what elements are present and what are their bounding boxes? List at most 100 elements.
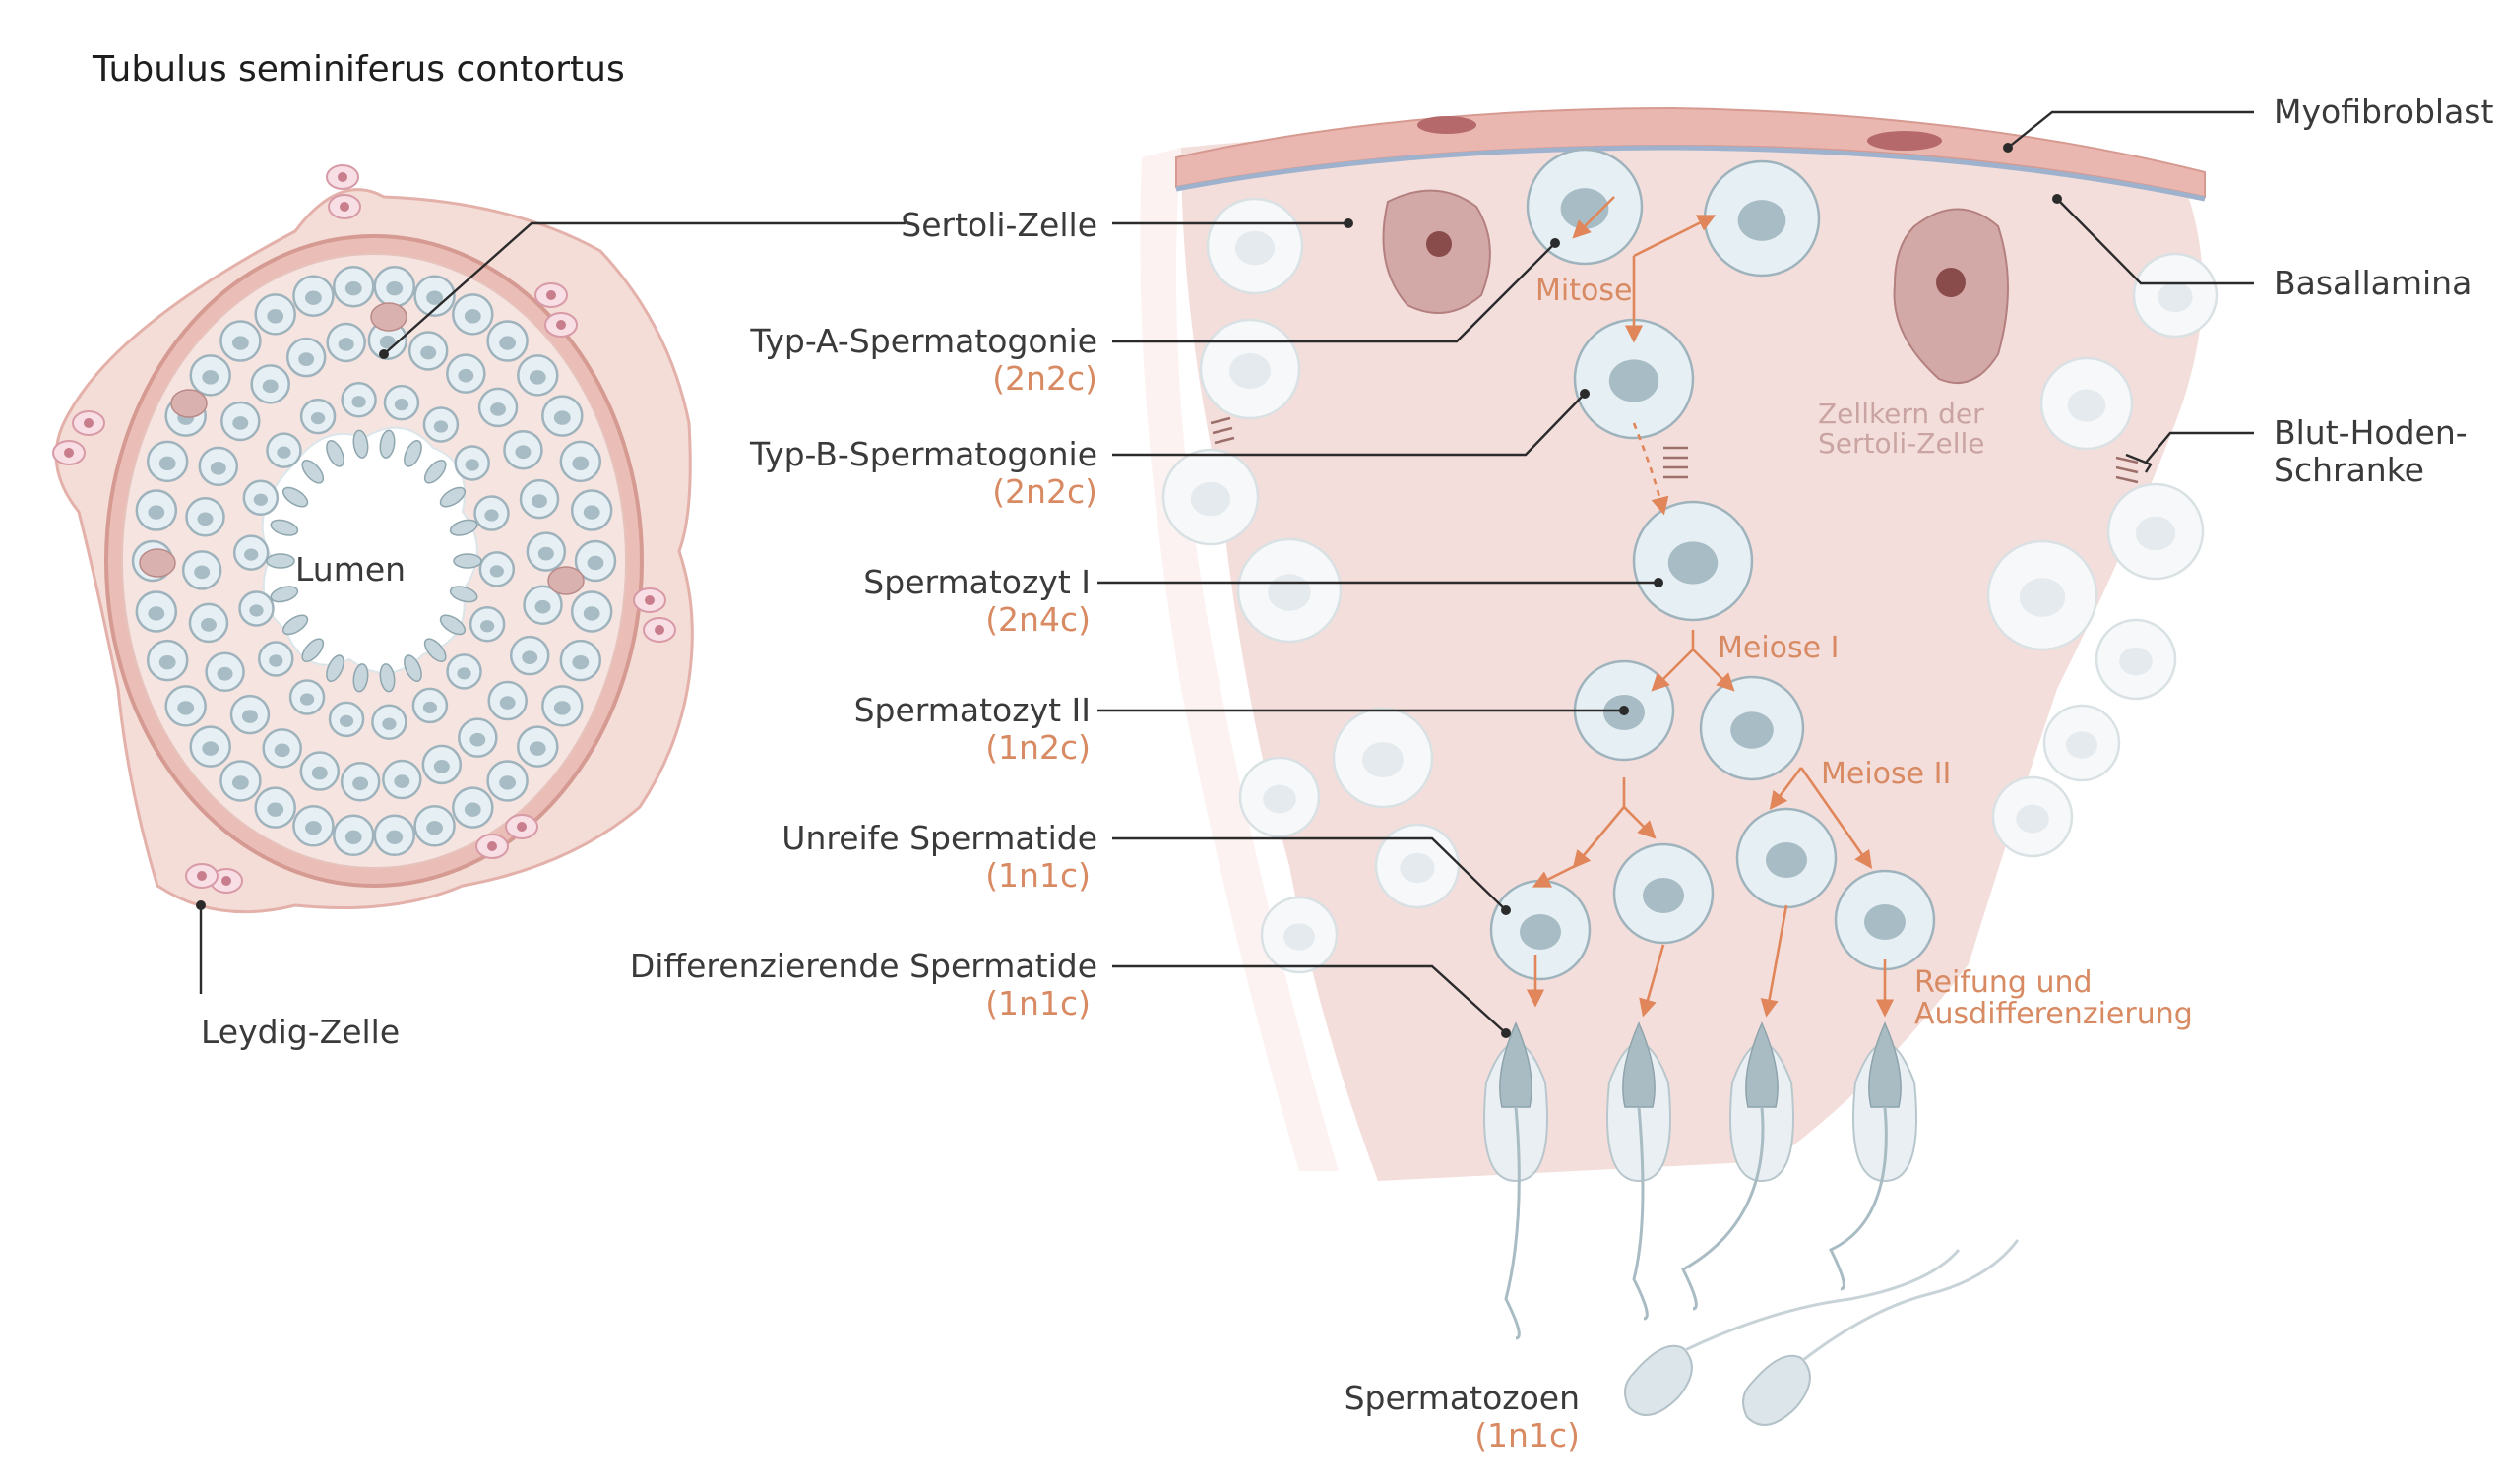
lumen-spermatid [449, 586, 478, 603]
lumen-spermatid [301, 460, 325, 484]
germ-cell [452, 786, 494, 829]
sertoli-nucleus-2 [1893, 208, 2009, 384]
sertoli-nucleus-small [170, 389, 208, 418]
germ-cell [232, 534, 270, 571]
peripheral-cell [1161, 448, 1260, 546]
leydig-cell [534, 282, 568, 308]
germ-cell [254, 786, 296, 829]
epithelium-fade-left [1140, 148, 1339, 1171]
leydig-cell [52, 440, 86, 465]
lumen-spermatid [439, 486, 467, 508]
peripheral-cell [1236, 537, 1343, 644]
spermatozyt-1-label: Spermatozyt I [863, 563, 1091, 601]
leydig-cell [544, 312, 578, 338]
peripheral-cell [2132, 252, 2219, 339]
differenzierende-label: Differenzierende Spermatide [630, 947, 1097, 985]
germ-cell [477, 387, 519, 428]
myofibroblast-label: Myofibroblast [2274, 93, 2493, 131]
germ-cell [250, 364, 290, 404]
germ-cell [413, 805, 456, 847]
peripheral-cell [2042, 704, 2121, 782]
spermatogenesis-lineage [1489, 148, 1936, 981]
peripheral-cell [1238, 756, 1321, 838]
spermatozyt-1-sub: (2n4c) [985, 600, 1091, 639]
differentiating-spermatid [1483, 1021, 1548, 1340]
germ-cell [242, 479, 280, 516]
germ-cell [487, 680, 528, 721]
germ-cell [526, 531, 567, 572]
germ-cell [299, 751, 341, 791]
sertoli-nucleus-small [370, 302, 407, 332]
germ-cell [541, 685, 584, 727]
germ-cell [478, 551, 516, 587]
peripheral-cell [1206, 197, 1304, 295]
lumen-spermatid [404, 654, 422, 682]
leydig-cell [72, 410, 105, 436]
spermatozoen-label: Spermatozoen [1345, 1379, 1580, 1417]
germ-cell [341, 382, 377, 418]
process-arrows [1526, 196, 1895, 1018]
germ-cell [189, 354, 231, 397]
germ-cell [219, 760, 262, 802]
lumen-spermatid [449, 519, 478, 536]
lumen-spermatid [352, 429, 369, 459]
unreife-spermatide-cell-d [1834, 869, 1936, 971]
blood-testis-barrier-center [1663, 446, 1688, 479]
peripheral-cell [2106, 482, 2205, 581]
germ-cell [454, 445, 490, 481]
germ-cell [458, 717, 498, 758]
basallamina-label: Basallamina [2274, 264, 2471, 302]
peripheral-cell [1260, 896, 1339, 974]
germ-cell [407, 331, 449, 371]
germ-cell [373, 814, 416, 857]
germ-cell [135, 489, 178, 531]
peripheral-cell [2095, 618, 2177, 701]
zellkern-label-2: Sertoli-Zelle [1818, 427, 1984, 460]
germ-cell [185, 497, 225, 537]
spermatozyt-2-label: Spermatozyt II [854, 691, 1091, 729]
blood-testis-barrier-right [2115, 456, 2139, 484]
mitose-label: Mitose [1535, 274, 1632, 308]
unreife-spermatide-cell-b [1612, 842, 1715, 945]
lumen-spermatid [281, 614, 309, 636]
germ-cell [371, 704, 407, 740]
sertoli-label: Sertoli-Zelle [901, 206, 1097, 244]
differentiating-spermatid [1681, 1021, 1794, 1311]
sertoli-nucleus-small [139, 548, 176, 578]
germ-cell [421, 744, 463, 785]
lumen-spermatid [423, 460, 447, 484]
lumen-spermatid [281, 486, 309, 508]
leader-lines [379, 110, 2254, 1038]
germ-cell [340, 762, 381, 802]
peripheral-cell [1991, 775, 2074, 858]
germ-cell [473, 495, 510, 531]
lumen-spermatid [423, 638, 447, 662]
germ-cell [292, 275, 335, 317]
germ-cell [486, 320, 529, 362]
germ-cell [446, 353, 486, 394]
leydig-cell [475, 834, 509, 859]
blut-hoden-label-1: Blut-Hoden- [2274, 413, 2468, 452]
basallamina-line [1175, 145, 2206, 202]
sertoli-nucleus-small [547, 566, 585, 595]
enlarged-epithelium: Zellkern der Sertoli-Zelle [1140, 106, 2219, 1426]
germ-cell [164, 685, 207, 727]
meiose-1-label: Meiose I [1718, 631, 1840, 665]
zellkern-label-1: Zellkern der [1818, 398, 1984, 430]
germ-cell [517, 725, 559, 768]
germ-cell [570, 590, 613, 633]
unreife-spermatide-cell-a [1489, 879, 1592, 981]
germ-cell [523, 585, 563, 625]
germ-cell [509, 635, 550, 676]
germ-cell [422, 406, 460, 443]
leydig-dot [196, 900, 206, 910]
germ-cell [413, 275, 456, 317]
sertoli-nucleus-1 [1382, 189, 1491, 314]
peripheral-cell [1199, 318, 1301, 420]
germ-cell [254, 293, 296, 336]
germ-cell [574, 539, 617, 583]
epithelium-body [1181, 130, 2203, 1182]
unreife-sub: (1n1c) [985, 856, 1091, 895]
peripheral-cell [2039, 356, 2134, 451]
